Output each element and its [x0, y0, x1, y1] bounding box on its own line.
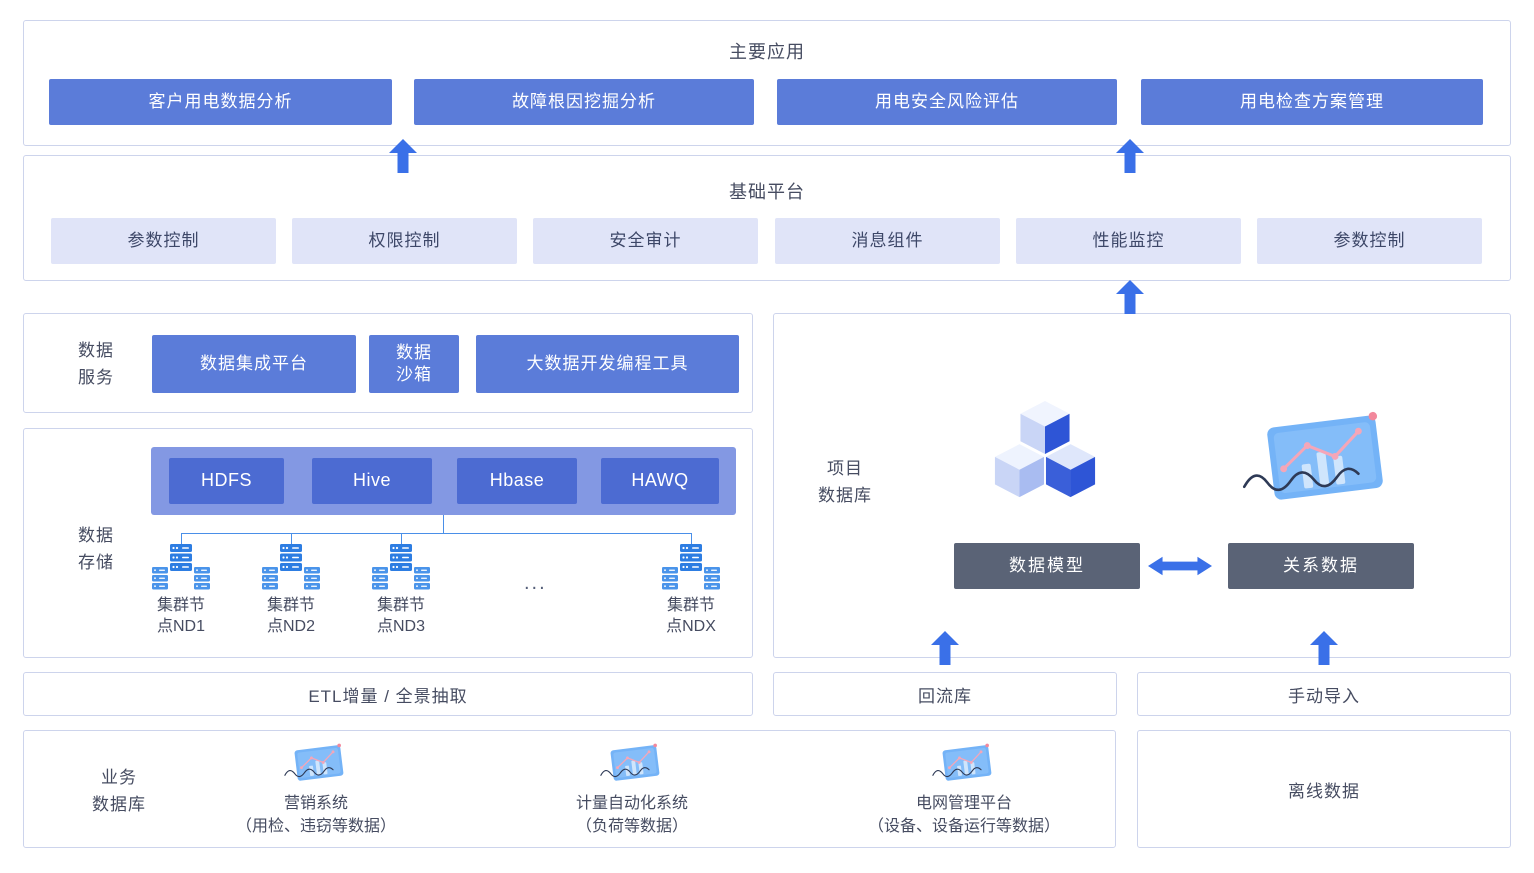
app-customer-electricity-analysis-button[interactable]: 客户用电数据分析 — [49, 79, 392, 125]
metering-system-chart-icon — [600, 741, 664, 784]
label-line: 点ND3 — [376, 618, 425, 635]
up-arrow-icon — [1116, 280, 1144, 314]
platform-performance-monitor-button[interactable]: 性能监控 — [1016, 218, 1241, 264]
label-line: 项目 — [827, 459, 863, 478]
marketing-system-label: 营销系统 （用检、违窃等数据） — [176, 792, 456, 838]
analytics-chart-icon — [1242, 406, 1394, 507]
data-storage-section: 数据 存储 HDFS Hive Hbase HAWQ ... 集群节 点ND1 … — [23, 428, 753, 658]
platform-param-control-button[interactable]: 参数控制 — [51, 218, 276, 264]
marketing-system-chart-icon — [284, 741, 348, 784]
label-line: 计量自动化系统 — [575, 795, 688, 812]
label-line: 集群节 — [266, 597, 315, 614]
label-line: 点ND1 — [156, 618, 205, 635]
manual-import-bar: 手动导入 — [1137, 672, 1511, 716]
label-line: 数据库 — [818, 486, 872, 505]
label-line: 点ND2 — [266, 618, 315, 635]
label-line: （用检、违窃等数据） — [235, 818, 396, 835]
connector-drop-line — [691, 533, 692, 545]
project-db-label: 项目 数据库 — [802, 455, 888, 509]
data-model-button[interactable]: 数据模型 — [954, 543, 1140, 589]
more-clusters-ellipsis: ... — [524, 572, 547, 594]
server-cluster-icon — [661, 543, 721, 591]
label-line: 营销系统 — [283, 795, 348, 812]
hdfs-button[interactable]: HDFS — [169, 458, 284, 504]
base-platform-title: 基础平台 — [729, 182, 805, 202]
main-apps-section: 主要应用 客户用电数据分析 故障根因挖掘分析 用电安全风险评估 用电检查方案管理 — [23, 20, 1511, 146]
data-service-label: 数据 服务 — [60, 337, 132, 391]
data-sandbox-button[interactable]: 数据沙箱 — [369, 335, 459, 393]
connector-drop-line — [181, 533, 182, 545]
label-line: 电网管理平台 — [915, 795, 1012, 812]
up-arrow-icon — [931, 631, 959, 665]
business-db-section: 业务 数据库 营销系统 （用检、违窃等数据） 计量自动化系统 （负荷等数据） 电… — [23, 730, 1116, 848]
base-platform-section: 基础平台 参数控制 权限控制 安全审计 消息组件 性能监控 参数控制 — [23, 155, 1511, 281]
label-line: 数据 — [78, 341, 114, 360]
hive-button[interactable]: Hive — [312, 458, 432, 504]
label-line: 业务 — [101, 768, 137, 787]
connector-drop-line — [291, 533, 292, 545]
connector-drop-line — [401, 533, 402, 545]
bigdata-dev-tools-button[interactable]: 大数据开发编程工具 — [476, 335, 739, 393]
cluster-node-label: 集群节 点ND2 — [250, 595, 332, 637]
cluster-node-label: 集群节 点ND1 — [140, 595, 222, 637]
up-arrow-icon — [389, 139, 417, 173]
hawq-button[interactable]: HAWQ — [601, 458, 719, 504]
storage-engines-panel: HDFS Hive Hbase HAWQ — [151, 447, 736, 515]
grid-platform-label: 电网管理平台 （设备、设备运行等数据） — [824, 792, 1104, 838]
business-db-label: 业务 数据库 — [74, 764, 164, 818]
label-line: 数据库 — [92, 795, 146, 814]
grid-platform-chart-icon — [932, 741, 996, 784]
main-apps-title: 主要应用 — [729, 42, 805, 62]
label-line: 存储 — [78, 553, 114, 572]
cluster-node-label: 集群节 点ND3 — [360, 595, 442, 637]
platform-permission-control-button[interactable]: 权限控制 — [292, 218, 517, 264]
relational-data-button[interactable]: 关系数据 — [1228, 543, 1414, 589]
app-inspection-plan-button[interactable]: 用电检查方案管理 — [1141, 79, 1483, 125]
backflow-bar: 回流库 — [773, 672, 1117, 716]
app-fault-root-cause-button[interactable]: 故障根因挖掘分析 — [414, 79, 754, 125]
platform-param-control-button-2[interactable]: 参数控制 — [1257, 218, 1482, 264]
app-safety-risk-assessment-button[interactable]: 用电安全风险评估 — [777, 79, 1117, 125]
double-arrow-icon — [1148, 554, 1212, 578]
label-line: 数据 — [78, 526, 114, 545]
data-service-section: 数据 服务 数据集成平台 数据沙箱 大数据开发编程工具 — [23, 313, 753, 413]
cluster-node-label: 集群节 点NDX — [650, 595, 732, 637]
connector-stem-line — [443, 515, 444, 533]
server-cluster-icon — [261, 543, 321, 591]
etl-bar: ETL增量 / 全景抽取 — [23, 672, 753, 716]
label-line: 集群节 — [666, 597, 715, 614]
etl-bar-label: ETL增量 / 全景抽取 — [308, 686, 468, 706]
platform-message-component-button[interactable]: 消息组件 — [775, 218, 1000, 264]
manual-import-bar-label: 手动导入 — [1288, 686, 1360, 706]
offline-data-label: 离线数据 — [1288, 781, 1360, 801]
platform-security-audit-button[interactable]: 安全审计 — [533, 218, 758, 264]
data-sandbox-label: 数据沙箱 — [396, 342, 432, 384]
data-cubes-icon — [986, 399, 1104, 507]
connector-horizontal-line — [181, 533, 692, 534]
backflow-bar-label: 回流库 — [918, 686, 972, 706]
server-cluster-icon — [151, 543, 211, 591]
label-line: （设备、设备运行等数据） — [867, 818, 1060, 835]
server-cluster-icon — [371, 543, 431, 591]
project-db-section: 项目 数据库 数据模型 关系数据 — [773, 313, 1511, 658]
data-integration-platform-button[interactable]: 数据集成平台 — [152, 335, 356, 393]
data-storage-label: 数据 存储 — [60, 522, 132, 576]
up-arrow-icon — [1116, 139, 1144, 173]
metering-system-label: 计量自动化系统 （负荷等数据） — [492, 792, 772, 838]
label-line: 集群节 — [156, 597, 205, 614]
up-arrow-icon — [1310, 631, 1338, 665]
label-line: 集群节 — [376, 597, 425, 614]
label-line: 服务 — [78, 368, 114, 387]
label-line: 点NDX — [666, 618, 716, 635]
label-line: （负荷等数据） — [575, 818, 688, 835]
hbase-button[interactable]: Hbase — [457, 458, 577, 504]
offline-data-section: 离线数据 — [1137, 730, 1511, 848]
